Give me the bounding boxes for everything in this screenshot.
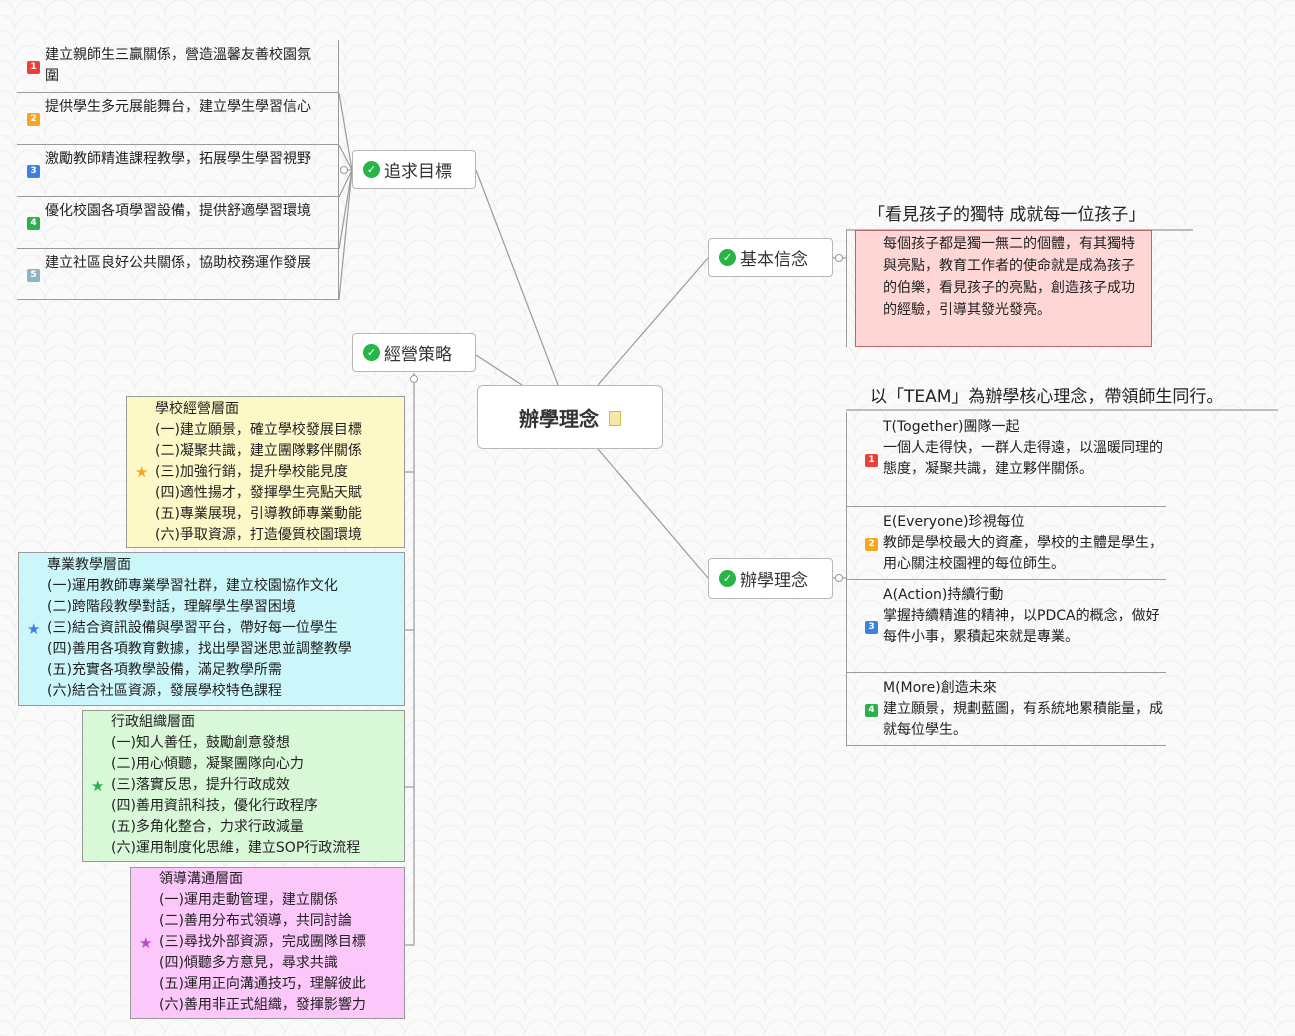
panel-line: (一)運用走動管理，建立關係 [159, 892, 338, 908]
strategy-panel-leadership[interactable]: ★ 領導溝通層面 (一)運用走動管理，建立關係 (二)善用分布式領導，共同討論 … [130, 867, 405, 1019]
priority-2-icon: 2 [27, 113, 40, 126]
panel-line: (四)善用資訊科技，優化行政程序 [111, 798, 318, 814]
collapse-toggle[interactable] [410, 375, 418, 383]
panel-line: (二)跨階段教學對話，理解學生學習困境 [47, 599, 296, 615]
panel-title: 專業教學層面 [47, 557, 131, 573]
note-icon [609, 410, 621, 426]
panel-line: (四)善用各項教育數據，找出學習迷思並調整教學 [47, 641, 352, 657]
priority-1-icon: 1 [27, 61, 40, 74]
branch-belief[interactable]: ✓ 基本信念 [708, 238, 833, 277]
panel-line: (四)傾聽多方意見，尋求共識 [159, 955, 338, 971]
philosophy-item-title: T(Together)團隊一起 [883, 419, 1020, 435]
collapse-toggle[interactable] [835, 254, 843, 262]
panel-line: (三)加強行銷，提升學校能見度 [155, 464, 348, 480]
panel-line: (五)多角化整合，力求行政減量 [111, 819, 304, 835]
star-icon: ★ [135, 463, 149, 481]
goal-item-1[interactable]: 1 建立親師生三贏關係，營造溫馨友善校園氛圍 [17, 40, 339, 93]
priority-4-icon: 4 [27, 217, 40, 230]
branch-belief-label: 基本信念 [740, 250, 808, 270]
panel-line: (一)建立願景，確立學校發展目標 [155, 422, 362, 438]
priority-2-icon: 2 [865, 538, 878, 551]
star-icon: ★ [27, 620, 41, 638]
philosophy-item-text: 一個人走得快，一群人走得遠，以溫暖同理的態度，凝聚共識，建立夥伴關係。 [883, 440, 1163, 477]
philosophy-item-4[interactable]: 4 M(More)創造未來 建立願景，規劃藍圖，有系統地累積能量，成就每位學生。 [846, 673, 1166, 746]
panel-title: 行政組織層面 [111, 714, 195, 730]
collapse-toggle[interactable] [835, 574, 843, 582]
philosophy-item-1[interactable]: 1 T(Together)團隊一起 一個人走得快，一群人走得遠，以溫暖同理的態度… [846, 412, 1166, 507]
goal-item-5[interactable]: 5 建立社區良好公共關係，協助校務運作發展 [17, 249, 339, 300]
goal-item-4[interactable]: 4 優化校園各項學習設備，提供舒適學習環境 [17, 197, 339, 249]
panel-line: (六)結合社區資源，發展學校特色課程 [47, 683, 282, 699]
branch-goals-label: 追求目標 [384, 162, 452, 182]
panel-line: (六)爭取資源，打造優質校園環境 [155, 527, 362, 543]
check-icon: ✓ [363, 344, 380, 361]
philosophy-item-2[interactable]: 2 E(Everyone)珍視每位 教師是學校最大的資產，學校的主體是學生，用心… [846, 507, 1166, 580]
panel-line: (三)落實反思，提升行政成效 [111, 777, 290, 793]
philosophy-item-text: 教師是學校最大的資產，學校的主體是學生，用心關注校園裡的每位師生。 [883, 535, 1163, 572]
panel-line: (五)專業展現，引導教師專業動能 [155, 506, 362, 522]
priority-4-icon: 4 [865, 704, 878, 717]
branch-goals[interactable]: ✓ 追求目標 [352, 150, 476, 189]
panel-line: (五)充實各項教學設備，滿足教學所需 [47, 662, 282, 678]
check-icon: ✓ [363, 161, 380, 178]
goal-item-3[interactable]: 3 激勵教師精進課程教學，拓展學生學習視野 [17, 145, 339, 197]
philosophy-item-text: 掌握持續精進的精神，以PDCA的概念，做好每件小事，累積起來就是專業。 [883, 608, 1160, 645]
philosophy-headline: 以「TEAM」為辦學核心理念，帶領師生同行。 [870, 387, 1224, 407]
strategy-panel-school[interactable]: ★ 學校經營層面 (一)建立願景，確立學校發展目標 (二)凝聚共識，建立團隊夥伴… [126, 396, 405, 548]
panel-line: (二)善用分布式領導，共同討論 [159, 913, 352, 929]
philosophy-item-title: E(Everyone)珍視每位 [883, 514, 1025, 530]
branch-strategy-label: 經營策略 [384, 345, 452, 365]
collapse-toggle[interactable] [340, 166, 348, 174]
belief-detail[interactable]: 每個孩子都是獨一無二的個體，有其獨特與亮點，教育工作者的使命就是成為孩子的伯樂，… [846, 230, 1152, 347]
branch-philosophy[interactable]: ✓ 辦學理念 [708, 558, 833, 599]
branch-philosophy-label: 辦學理念 [740, 571, 808, 591]
strategy-panel-teaching[interactable]: ★ 專業教學層面 (一)運用教師專業學習社群，建立校園協作文化 (二)跨階段教學… [18, 552, 405, 706]
goal-item-text: 優化校園各項學習設備，提供舒適學習環境 [45, 203, 311, 219]
check-icon: ✓ [719, 570, 736, 587]
panel-line: (三)結合資訊設備與學習平台，帶好每一位學生 [47, 620, 338, 636]
central-topic-label: 辦學理念 [519, 406, 599, 431]
belief-text: 每個孩子都是獨一無二的個體，有其獨特與亮點，教育工作者的使命就是成為孩子的伯樂，… [855, 230, 1152, 347]
central-topic[interactable]: 辦學理念 [477, 385, 663, 449]
priority-5-icon: 5 [27, 269, 40, 282]
panel-line: (六)善用非正式組織，發揮影響力 [159, 997, 366, 1013]
priority-3-icon: 3 [27, 165, 40, 178]
branch-strategy[interactable]: ✓ 經營策略 [352, 333, 476, 372]
philosophy-item-text: 建立願景，規劃藍圖，有系統地累積能量，成就每位學生。 [883, 701, 1163, 738]
goal-item-text: 建立親師生三贏關係，營造溫馨友善校園氛圍 [45, 47, 311, 84]
philosophy-item-title: A(Action)持續行動 [883, 587, 1004, 603]
philosophy-item-title: M(More)創造未來 [883, 680, 997, 696]
priority-1-icon: 1 [865, 454, 878, 467]
philosophy-item-3[interactable]: 3 A(Action)持續行動 掌握持續精進的精神，以PDCA的概念，做好每件小… [846, 580, 1166, 673]
panel-line: (三)尋找外部資源，完成團隊目標 [159, 934, 366, 950]
star-icon: ★ [91, 777, 105, 795]
goal-item-text: 激勵教師精進課程教學，拓展學生學習視野 [45, 151, 311, 167]
star-icon: ★ [139, 934, 153, 952]
panel-title: 領導溝通層面 [159, 871, 243, 887]
belief-quote: 「看見孩子的獨特 成就每一位孩子」 [868, 205, 1146, 225]
goal-item-2[interactable]: 2 提供學生多元展能舞台，建立學生學習信心 [17, 93, 339, 145]
panel-line: (四)適性揚才，發揮學生亮點天賦 [155, 485, 362, 501]
panel-line: (六)運用制度化思維，建立SOP行政流程 [111, 840, 361, 856]
goal-item-text: 建立社區良好公共關係，協助校務運作發展 [45, 255, 311, 271]
panel-line: (一)知人善任，鼓勵創意發想 [111, 735, 290, 751]
goal-item-text: 提供學生多元展能舞台，建立學生學習信心 [45, 99, 311, 115]
priority-3-icon: 3 [865, 621, 878, 634]
strategy-panel-admin[interactable]: ★ 行政組織層面 (一)知人善任，鼓勵創意發想 (二)用心傾聽，凝聚團隊向心力 … [82, 710, 405, 862]
panel-line: (一)運用教師專業學習社群，建立校園協作文化 [47, 578, 338, 594]
panel-title: 學校經營層面 [155, 401, 239, 417]
panel-line: (二)用心傾聽，凝聚團隊向心力 [111, 756, 304, 772]
panel-line: (二)凝聚共識，建立團隊夥伴關係 [155, 443, 362, 459]
panel-line: (五)運用正向溝通技巧，理解彼此 [159, 976, 366, 992]
check-icon: ✓ [719, 249, 736, 266]
